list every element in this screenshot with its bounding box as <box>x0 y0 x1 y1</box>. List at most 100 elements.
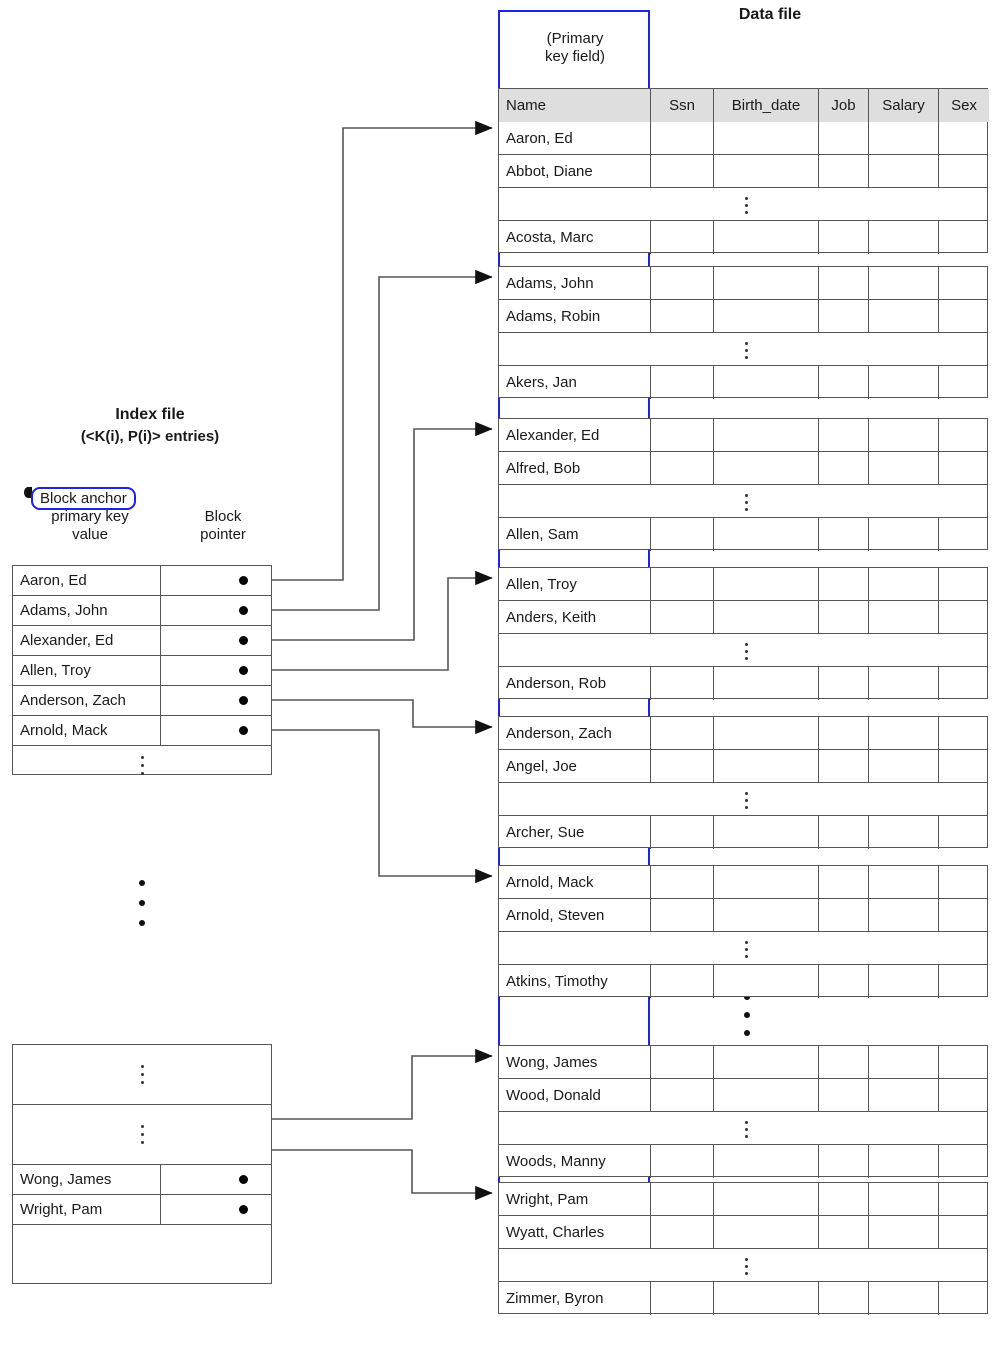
data-file-column-header: Name <box>499 89 651 122</box>
vertical-ellipsis-dot <box>745 204 748 207</box>
index-entry-pointer[interactable] <box>161 626 271 656</box>
index-entry-row[interactable]: Adams, John <box>13 596 271 626</box>
data-file-empty-cell <box>714 601 819 634</box>
data-file-empty-cell <box>714 717 819 750</box>
data-file-name-cell: Abbot, Diane <box>499 155 651 188</box>
data-file-empty-cell <box>714 965 819 998</box>
index-gap-dot <box>139 900 145 906</box>
data-file-empty-cell <box>939 267 989 300</box>
data-file-ellipsis-row <box>499 634 987 667</box>
index-entry-key: Allen, Troy <box>13 656 161 686</box>
data-file-empty-cell <box>714 1079 819 1112</box>
data-file-empty-cell <box>651 452 714 485</box>
data-file-empty-cell <box>869 155 939 188</box>
vertical-ellipsis-dot <box>745 792 748 795</box>
data-file-empty-cell <box>714 667 819 700</box>
data-file-name-cell: Woods, Manny <box>499 1145 651 1178</box>
data-file-empty-cell <box>939 667 989 700</box>
vertical-ellipsis-dot <box>745 211 748 214</box>
data-file-empty-cell <box>819 366 869 399</box>
data-file-row: Archer, Sue <box>499 816 987 849</box>
data-file-name-cell: Acosta, Marc <box>499 221 651 254</box>
data-file-empty-cell <box>939 1282 989 1315</box>
data-file-empty-cell <box>939 1046 989 1079</box>
data-file-empty-cell <box>819 1046 869 1079</box>
data-file-row: Acosta, Marc <box>499 221 987 254</box>
data-file-empty-cell <box>819 965 869 998</box>
vertical-ellipsis-dot <box>745 1265 748 1268</box>
data-file-empty-cell <box>939 750 989 783</box>
vertical-ellipsis-dot <box>141 1125 144 1128</box>
block-pointer-dot <box>239 666 248 675</box>
index-entry-pointer[interactable] <box>161 656 271 686</box>
data-file-empty-cell <box>819 300 869 333</box>
vertical-ellipsis-dot <box>745 349 748 352</box>
index-entry-pointer[interactable] <box>161 716 271 746</box>
data-file-empty-cell <box>714 866 819 899</box>
data-file-empty-cell <box>819 816 869 849</box>
data-file-empty-cell <box>869 1282 939 1315</box>
data-file-empty-cell <box>651 568 714 601</box>
data-file-empty-cell <box>939 568 989 601</box>
data-file-empty-cell <box>819 452 869 485</box>
vertical-ellipsis-dot <box>745 501 748 504</box>
data-file-empty-cell <box>714 1145 819 1178</box>
data-file-empty-cell <box>651 667 714 700</box>
index-entry-pointer[interactable] <box>161 686 271 716</box>
index-entry-row[interactable]: Allen, Troy <box>13 656 271 686</box>
data-file-row: Adams, Robin <box>499 300 987 333</box>
vertical-ellipsis-dot <box>745 941 748 944</box>
data-file-empty-cell <box>939 452 989 485</box>
data-file-empty-cell <box>869 518 939 551</box>
index-entry-key: Alexander, Ed <box>13 626 161 656</box>
data-file-empty-cell <box>869 122 939 155</box>
index-entry-row[interactable]: Wright, Pam <box>13 1195 271 1225</box>
data-file-empty-cell <box>651 1216 714 1249</box>
index-ellipsis-row <box>13 1105 271 1165</box>
data-file-empty-cell <box>819 750 869 783</box>
index-entry-key: Wright, Pam <box>13 1195 161 1225</box>
index-entry-row[interactable]: Wong, James <box>13 1165 271 1195</box>
vertical-ellipsis-dot <box>141 764 144 767</box>
index-entry-row[interactable]: Anderson, Zach <box>13 686 271 716</box>
data-file-empty-cell <box>651 518 714 551</box>
data-file-row: Alexander, Ed <box>499 419 987 452</box>
index-entry-pointer[interactable] <box>161 566 271 596</box>
data-file-empty-cell <box>869 1216 939 1249</box>
index-entry-row[interactable]: Alexander, Ed <box>13 626 271 656</box>
index-entry-pointer[interactable] <box>161 1195 271 1225</box>
index-entry-pointer[interactable] <box>161 596 271 626</box>
data-gap-dot <box>744 1012 750 1018</box>
index-entry-pointer[interactable] <box>161 1165 271 1195</box>
data-file-row: Zimmer, Byron <box>499 1282 987 1315</box>
data-file-name-cell: Atkins, Timothy <box>499 965 651 998</box>
data-file-name-cell: Anderson, Zach <box>499 717 651 750</box>
data-file-empty-cell <box>939 221 989 254</box>
index-gap-dot <box>139 920 145 926</box>
data-file-empty-cell <box>651 267 714 300</box>
data-file-empty-cell <box>869 717 939 750</box>
data-file-ellipsis-row <box>499 485 987 518</box>
data-file-row: Abbot, Diane <box>499 155 987 188</box>
data-file-empty-cell <box>869 1183 939 1216</box>
data-file-empty-cell <box>819 1079 869 1112</box>
data-file-empty-cell <box>651 1079 714 1112</box>
data-file-empty-cell <box>819 122 869 155</box>
data-file-row: Wong, James <box>499 1046 987 1079</box>
data-file-column-header: Ssn <box>651 89 714 122</box>
data-file-name-cell: Archer, Sue <box>499 816 651 849</box>
data-file-empty-cell <box>869 366 939 399</box>
index-entry-row[interactable]: Aaron, Ed <box>13 566 271 596</box>
vertical-ellipsis-dot <box>745 1272 748 1275</box>
block-pointer-dot <box>239 636 248 645</box>
data-file-empty-cell <box>651 1145 714 1178</box>
index-entry-row[interactable]: Arnold, Mack <box>13 716 271 746</box>
data-file-row: Allen, Sam <box>499 518 987 551</box>
anchor-marker <box>24 487 32 498</box>
vertical-ellipsis-dot <box>745 494 748 497</box>
data-gap-dot <box>744 994 750 1000</box>
